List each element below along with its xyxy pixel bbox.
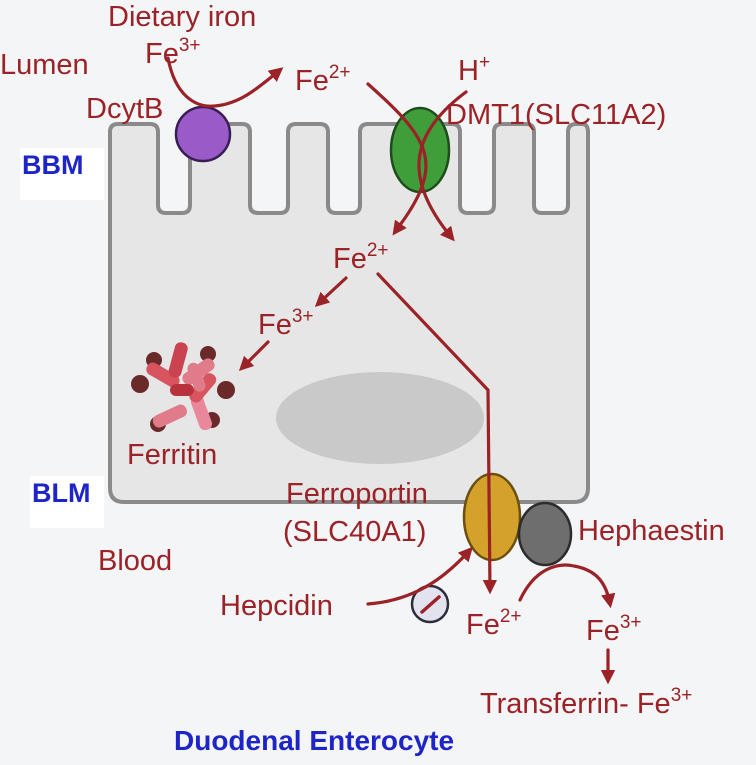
arrow-fe2-to-fe3-cell	[314, 276, 348, 307]
arrow-fe3-to-fe2-lumen	[166, 56, 284, 108]
bbm-label: BBM	[22, 150, 84, 180]
blm-label: BLM	[32, 478, 90, 508]
ferroportin-label: Ferroportin	[286, 478, 428, 510]
arrow-hepcidin	[366, 546, 473, 606]
hepcidin-label: Hepcidin	[220, 590, 333, 622]
arrow-fe2-through-dmt1	[366, 82, 428, 236]
lumen-label: Lumen	[0, 49, 89, 81]
fe2-cell-label: Fe2+	[333, 240, 389, 275]
arrow-fe3-to-ferritin	[238, 340, 270, 372]
fe2-blood-label: Fe2+	[466, 606, 522, 641]
fe3-blood-label: Fe3+	[586, 612, 642, 647]
h-plus-label: H+	[458, 52, 490, 87]
dmt1-label: DMT1(SLC11A2)	[446, 99, 666, 131]
ferroportin-protein	[462, 472, 522, 562]
dcytb-protein	[174, 105, 232, 163]
transferrin-label: Transferrin- Fe3+	[480, 685, 692, 720]
slc40a1-label: (SLC40A1)	[283, 516, 426, 548]
bbm-label-bg	[20, 148, 104, 200]
ferritin-icon	[131, 342, 235, 432]
dcytb-label: DcytB	[86, 93, 163, 125]
nucleus	[276, 372, 484, 464]
arrow-fe2-to-ferroportin	[376, 272, 498, 595]
arrow-fe2-to-fe3-blood	[518, 563, 616, 609]
blm-label-bg	[30, 476, 104, 528]
fe3-cell-label: Fe3+	[258, 306, 314, 341]
fe3-lumen-label: Fe3+	[145, 35, 201, 70]
arrow-h-through-dmt1	[417, 90, 468, 242]
fe2-lumen-label: Fe2+	[295, 62, 351, 97]
ferritin-label: Ferritin	[127, 439, 217, 471]
hephaestin-protein	[517, 501, 573, 567]
hephaestin-label: Hephaestin	[578, 515, 725, 547]
diagram-title: Duodenal Enterocyte	[174, 725, 454, 756]
blood-label: Blood	[98, 545, 172, 577]
dietary-iron-label: Dietary iron	[108, 1, 256, 33]
